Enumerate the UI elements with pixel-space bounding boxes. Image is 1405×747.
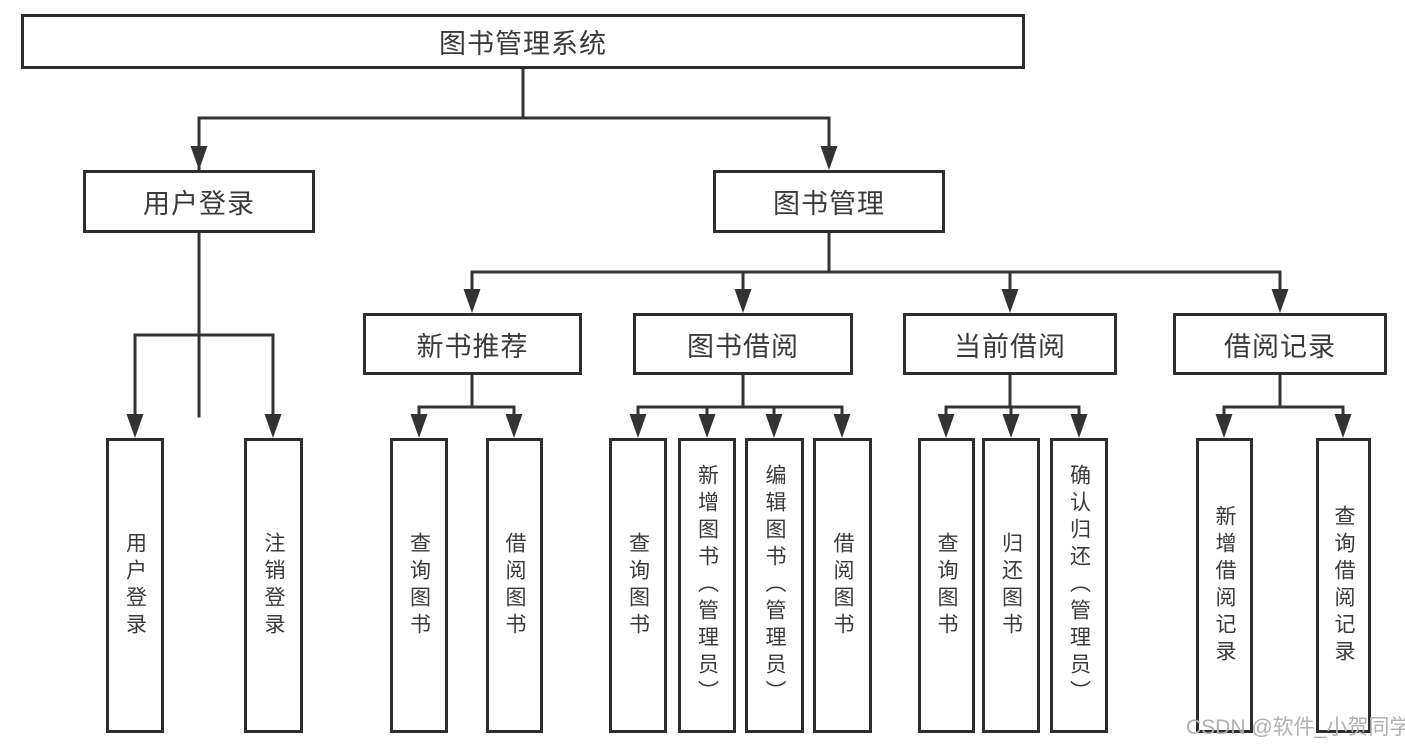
leaf-borrow-books-recommend: 借阅图书 <box>486 438 543 733</box>
leaf-user-login: 用户登录 <box>106 438 164 733</box>
leaf-label: 归还图书 <box>999 531 1023 640</box>
node-user-login: 用户登录 <box>83 170 315 233</box>
node-book-management: 图书管理 <box>713 170 945 233</box>
leaf-add-books-admin: 新增图书（管理员） <box>678 438 736 733</box>
node-library-system: 图书管理系统 <box>21 14 1025 69</box>
leaf-query-books-recommend: 查询图书 <box>390 438 448 733</box>
leaf-query-books-current: 查询图书 <box>918 438 975 733</box>
leaf-edit-books-admin: 编辑图书（管理员） <box>745 438 804 733</box>
arrowheads <box>126 146 1352 438</box>
leaf-label: 查询图书 <box>935 531 958 640</box>
leaf-logout: 注销登录 <box>244 438 303 733</box>
leaf-confirm-return-admin: 确认归还（管理员） <box>1050 438 1108 733</box>
leaf-label: 编辑图书（管理员） <box>763 464 786 707</box>
leaf-label: 用户登录 <box>123 531 147 640</box>
leaf-label: 新增借阅记录 <box>1213 504 1236 667</box>
leaf-borrow-books-borrowing: 借阅图书 <box>813 438 872 733</box>
node-book-borrowing: 图书借阅 <box>633 313 853 375</box>
leaf-label: 借阅图书 <box>831 531 854 640</box>
leaf-label: 确认归还（管理员） <box>1067 464 1091 707</box>
watermark: CSDN @软件_小贺同学 <box>1186 716 1405 739</box>
leaf-label: 查询借阅记录 <box>1332 504 1355 667</box>
leaf-label: 新增图书（管理员） <box>695 464 719 707</box>
leaf-query-borrow-record: 查询借阅记录 <box>1316 438 1371 733</box>
node-new-book-recommend: 新书推荐 <box>363 313 582 375</box>
leaf-label: 查询图书 <box>407 531 431 640</box>
leaf-label: 注销登录 <box>262 531 285 640</box>
leaf-label: 查询图书 <box>626 531 650 640</box>
node-current-borrowing: 当前借阅 <box>903 313 1117 375</box>
leaf-return-books: 归还图书 <box>982 438 1040 733</box>
leaf-label: 借阅图书 <box>503 531 526 640</box>
leaf-add-borrow-record: 新增借阅记录 <box>1196 438 1253 733</box>
leaf-query-books-borrowing: 查询图书 <box>609 438 667 733</box>
node-borrowing-records: 借阅记录 <box>1173 313 1387 375</box>
